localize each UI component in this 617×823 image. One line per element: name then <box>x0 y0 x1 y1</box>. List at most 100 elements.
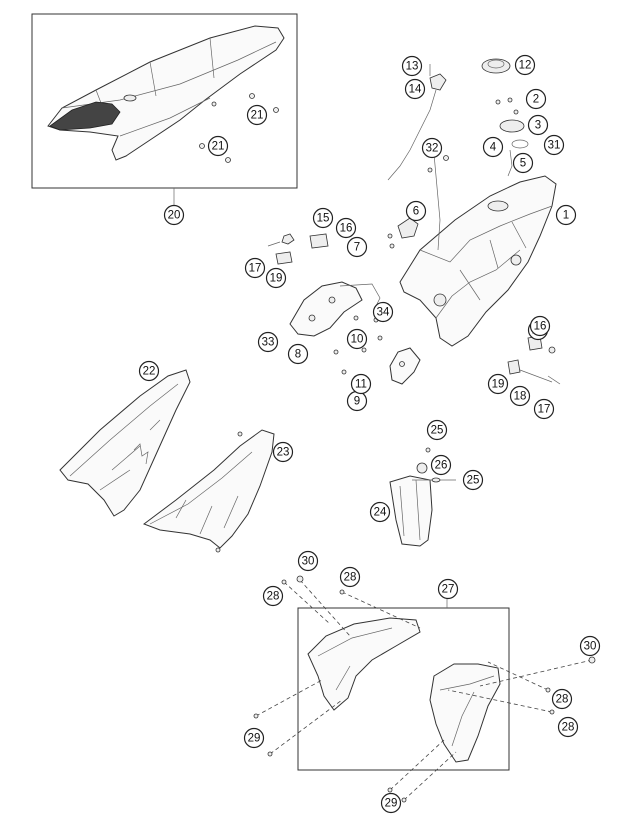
side-panel-right <box>142 429 275 553</box>
callout-number: 8 <box>295 349 301 361</box>
callout-2: 2 <box>525 88 547 110</box>
callout-circle <box>401 55 423 77</box>
callout-number: 27 <box>442 584 455 596</box>
callout-number: 29 <box>385 798 398 810</box>
callout-layer: 1234567891011121314151516161717181919202… <box>138 54 601 814</box>
callout-number: 13 <box>406 61 419 73</box>
callout-circle <box>557 716 579 738</box>
callout-number: 15 <box>317 213 330 225</box>
callout-8: 8 <box>287 343 309 365</box>
callout-24: 24 <box>369 501 391 523</box>
callout-23: 23 <box>272 441 294 463</box>
callout-number: 26 <box>435 460 448 472</box>
callout-circle <box>543 134 565 156</box>
callout-number: 23 <box>277 447 290 459</box>
seat-group <box>31 13 298 205</box>
breather-hose <box>387 89 437 181</box>
callout-21: 21 <box>246 104 268 126</box>
callout-number: 1 <box>563 210 569 222</box>
callout-circle <box>369 501 391 523</box>
shroud-set-frame <box>297 607 510 771</box>
callout-19: 19 <box>265 267 287 289</box>
callout-circle <box>257 331 279 353</box>
callout-circle <box>312 207 334 229</box>
callout-circle <box>265 267 287 289</box>
callout-circle <box>244 257 266 279</box>
callout-number: 16 <box>534 321 547 333</box>
callout-28: 28 <box>551 688 573 710</box>
callout-circle <box>555 204 577 226</box>
callout-number: 29 <box>248 733 261 745</box>
callout-circle <box>163 204 185 226</box>
callout-32: 32 <box>421 137 443 159</box>
radiator-shroud-set <box>253 575 596 803</box>
callout-number: 19 <box>492 379 505 391</box>
callout-number: 12 <box>519 60 532 72</box>
callout-circle <box>437 578 459 600</box>
callout-number: 28 <box>267 591 280 603</box>
callout-circle <box>529 315 551 337</box>
callout-number: 2 <box>533 94 539 106</box>
seat-group-frame <box>31 13 298 189</box>
callout-circle <box>579 635 601 657</box>
callout-number: 22 <box>143 366 156 378</box>
seat-base-dark-panel <box>49 101 121 131</box>
callout-number: 25 <box>467 475 480 487</box>
callout-17: 17 <box>244 257 266 279</box>
leader-line <box>341 591 421 629</box>
callout-25: 25 <box>426 419 448 441</box>
filler-flange <box>499 119 525 133</box>
leader-line <box>403 751 457 801</box>
callout-16: 16 <box>335 217 357 239</box>
o-ring <box>511 139 529 149</box>
callout-28: 28 <box>339 566 361 588</box>
callout-circle <box>380 792 402 814</box>
callout-19: 19 <box>487 373 509 395</box>
callout-number: 17 <box>538 404 551 416</box>
callout-circle <box>262 585 284 607</box>
callout-30: 30 <box>579 635 601 657</box>
callout-number: 30 <box>302 556 315 568</box>
callout-circle <box>287 343 309 365</box>
callout-14: 14 <box>404 78 426 100</box>
callout-number: 14 <box>409 84 422 96</box>
leader-line <box>283 581 331 625</box>
callout-circle <box>350 373 372 395</box>
breather-fitting <box>429 73 447 91</box>
callout-circle <box>421 137 443 159</box>
callout-1: 1 <box>555 204 577 226</box>
callout-circle <box>430 454 452 476</box>
fuel-tank <box>399 175 557 347</box>
callout-33: 33 <box>257 331 279 353</box>
seat-body <box>47 25 285 161</box>
callout-10: 10 <box>346 328 368 350</box>
callout-25: 25 <box>462 469 484 491</box>
callout-number: 20 <box>168 210 181 222</box>
callout-number: 21 <box>212 141 225 153</box>
callout-27: 27 <box>437 578 459 600</box>
callout-number: 28 <box>556 694 569 706</box>
callout-number: 28 <box>562 722 575 734</box>
callout-20: 20 <box>163 204 185 226</box>
callout-22: 22 <box>138 360 160 382</box>
tank-bracket-parts <box>267 217 419 265</box>
support-rod <box>339 283 381 307</box>
callout-number: 21 <box>251 110 264 122</box>
callout-circle <box>346 328 368 350</box>
tank-bracket-left <box>289 281 363 337</box>
callout-number: 11 <box>355 379 367 391</box>
callout-number: 16 <box>340 223 353 235</box>
callout-3: 3 <box>527 114 549 136</box>
front-shroud-piece <box>389 447 456 547</box>
callout-number: 33 <box>262 337 275 349</box>
leader-line <box>389 739 445 791</box>
leader-line <box>255 679 323 717</box>
callout-11: 11 <box>350 373 372 395</box>
callout-circle <box>426 419 448 441</box>
callout-circle <box>514 54 536 76</box>
callout-number: 5 <box>520 158 526 170</box>
callout-number: 32 <box>426 143 439 155</box>
callout-34: 34 <box>372 301 394 323</box>
leader-line <box>299 579 351 637</box>
